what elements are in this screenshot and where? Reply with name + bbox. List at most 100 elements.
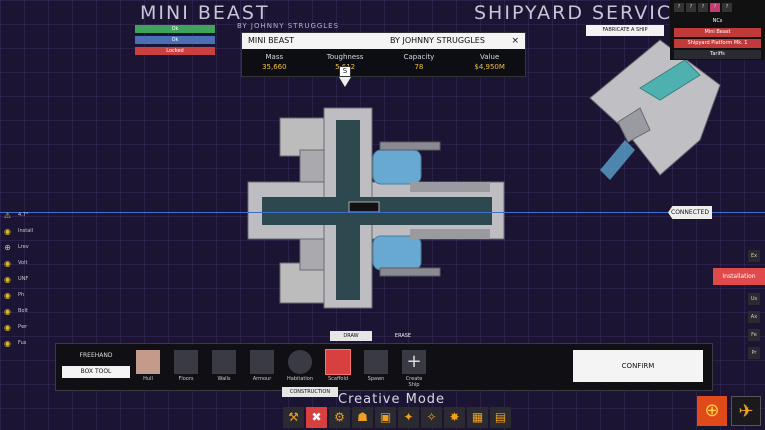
npc-tab[interactable]: ? <box>722 3 732 12</box>
left-stat-item[interactable]: ◉Bolt <box>3 303 33 319</box>
tool-spawn[interactable]: Spawn <box>362 350 390 388</box>
stat-label: Mass <box>265 53 284 61</box>
installation-button[interactable]: Installation <box>713 268 765 285</box>
npc-row[interactable]: Tariffs <box>674 50 761 59</box>
scaffold-icon <box>325 349 351 375</box>
stat-value: 78 <box>414 63 424 71</box>
left-stat-label: UNF <box>18 276 29 282</box>
tool-scaffold[interactable]: Scaffold <box>324 349 352 388</box>
card-author: BY JOHNNY STRUGGLES <box>389 36 485 45</box>
left-stat-label: Install <box>18 228 34 234</box>
left-stat-label: 4.7° <box>18 212 29 218</box>
shipyard-platform <box>589 39 721 180</box>
gear-icon[interactable]: ⚙ <box>329 407 350 428</box>
tool-armour[interactable]: Armour <box>248 350 276 388</box>
module-icon: ◉ <box>4 258 11 268</box>
tool-hull[interactable]: Hull <box>134 350 162 388</box>
tool-habitation[interactable]: Habitation <box>286 350 314 388</box>
sparkle-icon[interactable]: ✧ <box>421 407 442 428</box>
star-icon[interactable]: ✦ <box>398 407 419 428</box>
horizon-line <box>0 212 765 213</box>
module-icon[interactable]: ▣ <box>375 407 396 428</box>
tool-floors[interactable]: Floors <box>172 350 200 388</box>
tab-draw[interactable]: DRAW <box>330 331 372 341</box>
left-stat-item[interactable]: ◉Pwr <box>3 319 33 335</box>
list-icon[interactable]: ▤ <box>490 407 511 428</box>
npc-tab[interactable]: ? <box>698 3 708 12</box>
card-pointer-marker: S <box>339 66 351 77</box>
close-icon[interactable]: × <box>511 36 519 46</box>
warning-icon: ⚠ <box>3 210 12 220</box>
tool-palette: Hull Floors Walls Armour Habitation Scaf… <box>134 349 428 388</box>
hammer-icon[interactable]: ⚒ <box>283 407 304 428</box>
tab-erase[interactable]: ERASE <box>394 333 412 339</box>
floors-icon <box>174 350 198 374</box>
npc-tab[interactable]: ? <box>710 3 720 12</box>
burst-icon[interactable]: ✸ <box>444 407 465 428</box>
side-button[interactable]: Ax <box>748 311 760 323</box>
left-stat-label: Ph <box>18 292 25 298</box>
stat-label: Value <box>480 53 500 61</box>
grid-icon[interactable]: ▦ <box>467 407 488 428</box>
module-icon: ◉ <box>4 338 11 348</box>
status-bar: Locked <box>135 47 215 55</box>
npc-row[interactable]: Shipyard Platform Mk. 1 <box>674 39 761 48</box>
status-bar: Ok <box>135 25 215 33</box>
jet-icon[interactable]: ✈ <box>731 396 761 426</box>
ship-name-title: MINI BEAST <box>140 2 270 24</box>
npc-tab[interactable]: ? <box>674 3 684 12</box>
confirm-button[interactable]: CONFIRM <box>573 350 703 382</box>
connection-tag: CONNECTED <box>668 206 712 219</box>
left-stat-item[interactable]: ⚠ 4.7° <box>3 207 33 223</box>
left-stat-item[interactable]: ◉ Volt <box>3 255 33 271</box>
freehand-option[interactable]: FREEHAND <box>79 352 113 359</box>
side-button[interactable]: Pr <box>748 347 760 359</box>
card-pointer-arrow <box>339 77 351 87</box>
left-stat-item[interactable]: ◉ Install <box>3 223 33 239</box>
target-icon[interactable]: ⊕ <box>697 396 727 426</box>
left-stat-label: Pwr <box>18 324 28 330</box>
npc-tabs: ? ? ? ? ? <box>670 0 765 15</box>
left-stat-item[interactable]: ◉ UNF <box>3 271 33 287</box>
npc-title: NCs <box>712 18 723 24</box>
side-button[interactable]: Fe <box>748 329 760 341</box>
left-stat-item[interactable]: ⊕Lrev <box>3 239 33 255</box>
side-button[interactable]: Ex <box>748 250 760 262</box>
left-stat-item[interactable]: ◉ Ph <box>3 287 33 303</box>
construction-tooltip: CONSTRUCTION <box>282 387 338 397</box>
spawn-icon <box>364 350 388 374</box>
npc-row[interactable]: Mini Beast <box>674 28 761 37</box>
module-icon: ◉ <box>4 226 11 236</box>
stat-value-money: Value $4,950M <box>474 53 505 71</box>
npc-panel: ? ? ? ? ? NCs Mini Beast Shipyard Platfo… <box>670 0 765 60</box>
tool-label: Spawn <box>367 376 385 382</box>
box-tool-option[interactable]: BOX TOOL <box>62 366 130 378</box>
ship-author-label: BY JOHNNY STRUGGLES <box>237 22 340 30</box>
cross-tools-icon[interactable]: ✖ <box>306 407 327 428</box>
left-stat-label: Lrev <box>18 244 29 250</box>
tool-label: Hull <box>143 376 153 382</box>
card-ship-name: MINI BEAST <box>248 36 295 45</box>
build-toolbar: FREEHAND BOX TOOL Hull Floors Walls Armo… <box>55 343 713 391</box>
ship-icon[interactable]: ☗ <box>352 407 373 428</box>
fabricate-ship-button[interactable]: FABRICATE A SHIP <box>586 25 664 36</box>
armour-icon <box>250 350 274 374</box>
status-bars: Ok Ok Locked <box>135 25 215 58</box>
module-icon: ◉ <box>4 274 11 284</box>
left-stat-list: ⚠4.7° ◉Install ⊕Lrev ◉Volt ◉UNF ◉Ph ◉Bol… <box>3 207 33 351</box>
tool-walls[interactable]: Walls <box>210 350 238 388</box>
plus-icon: + <box>402 350 426 374</box>
side-button[interactable]: Us <box>748 293 760 305</box>
left-stat-label: Bolt <box>18 308 28 314</box>
npc-tab[interactable]: ? <box>686 3 696 12</box>
module-icon: ◉ <box>4 290 11 300</box>
tool-create-ship[interactable]: +Create Ship <box>400 350 428 388</box>
left-stat-item[interactable]: ◉Fus <box>3 335 33 351</box>
left-stat-label: Volt <box>18 260 28 266</box>
tool-label: Walls <box>217 376 231 382</box>
stat-value: $4,950M <box>474 63 505 71</box>
